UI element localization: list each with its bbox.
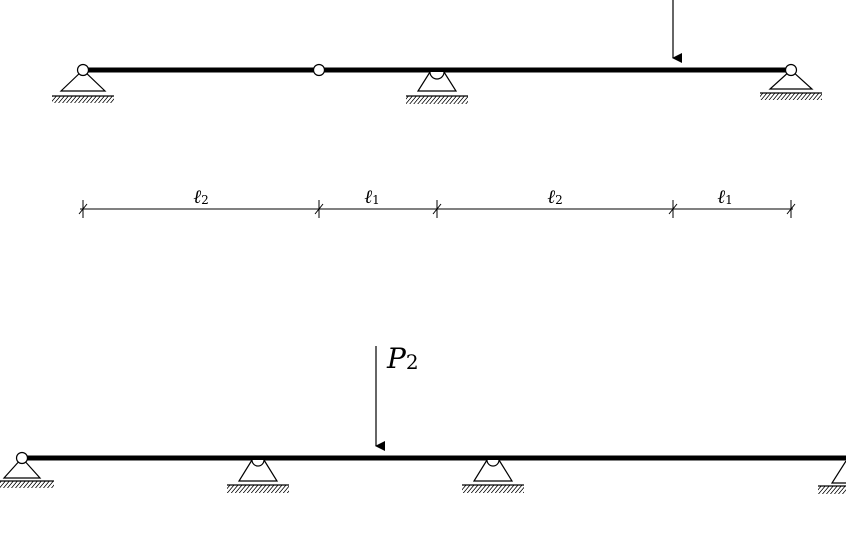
dimension-label-l1: ℓ1	[364, 186, 380, 208]
dimension-tick	[314, 200, 324, 218]
upper-middle-support	[406, 71, 468, 104]
dimension-tick	[432, 200, 442, 218]
dimension-tick	[668, 200, 678, 218]
upper-beam-group	[52, 0, 822, 104]
lower-beam-group: P2	[0, 342, 846, 494]
lower-middle-support	[462, 459, 524, 493]
lower-left-pin-support	[0, 451, 54, 488]
lower-right-support	[818, 460, 846, 494]
upper-left-pin-support	[52, 63, 114, 103]
dimension-label-l1: ℓ1	[717, 186, 733, 208]
upper-internal-hinge	[312, 63, 326, 77]
dimension-label-l2: ℓ2	[193, 186, 209, 208]
dimension-tick	[786, 200, 796, 218]
dimension-tick	[78, 200, 88, 218]
lower-middle-support	[227, 459, 289, 493]
upper-right-pin-support	[760, 63, 822, 100]
dimension-label-l2: ℓ2	[547, 186, 563, 208]
dimension-line-group: ℓ2 ℓ1 ℓ2 ℓ1	[78, 186, 796, 218]
load-label-p2: P2	[386, 342, 419, 375]
